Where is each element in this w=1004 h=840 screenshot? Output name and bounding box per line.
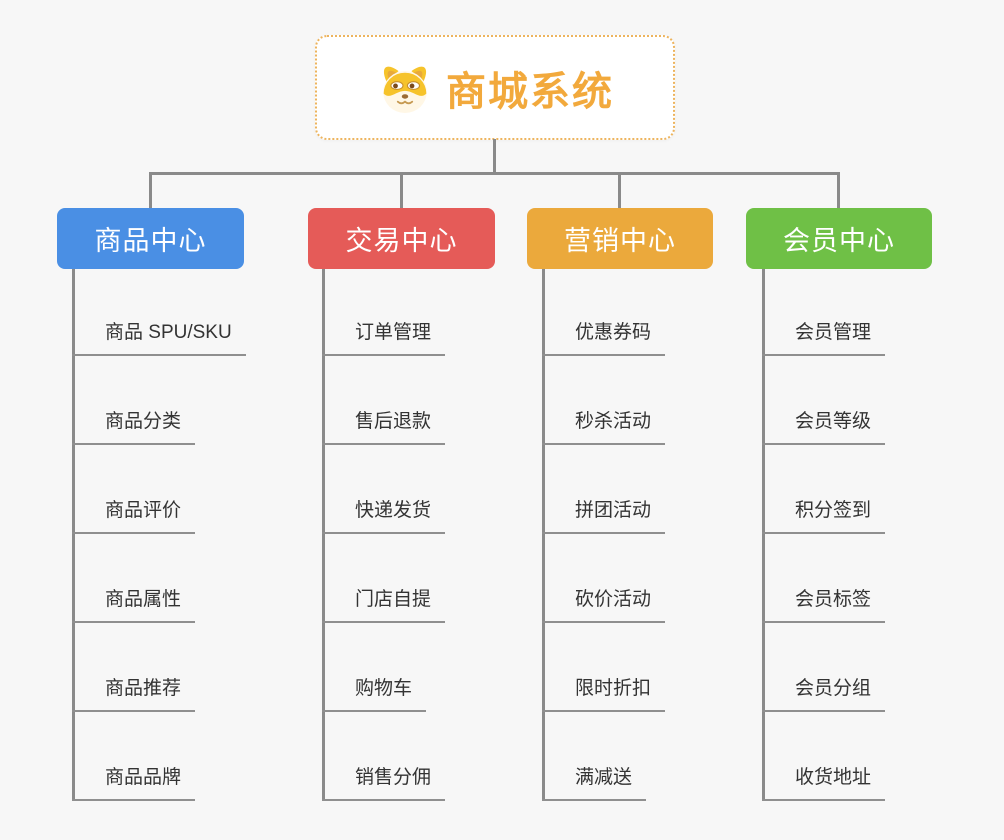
child-node[interactable]: 销售分佣 [322, 765, 446, 801]
branch-children-trade-center: 订单管理 售后退款 快递发货 门店自提 购物车 销售分佣 [322, 269, 567, 814]
child-node[interactable]: 优惠券码 [542, 320, 666, 356]
child-node[interactable]: 秒杀活动 [542, 409, 666, 445]
child-node[interactable]: 商品属性 [72, 587, 196, 623]
child-node[interactable]: 会员分组 [762, 676, 886, 712]
child-node[interactable]: 门店自提 [322, 587, 446, 623]
connector-drop-trade [400, 172, 403, 210]
child-node[interactable]: 满减送 [542, 765, 647, 801]
child-node[interactable]: 快递发货 [322, 498, 446, 534]
child-node[interactable]: 会员标签 [762, 587, 886, 623]
child-node[interactable]: 会员等级 [762, 409, 886, 445]
branch-node-trade-center[interactable]: 交易中心 [308, 208, 495, 269]
connector-drop-product [149, 172, 152, 210]
branch-trunk-line [72, 269, 75, 800]
child-node[interactable]: 砍价活动 [542, 587, 666, 623]
child-node[interactable]: 商品推荐 [72, 676, 196, 712]
child-node[interactable]: 限时折扣 [542, 676, 666, 712]
branch-children-marketing-center: 优惠券码 秒杀活动 拼团活动 砍价活动 限时折扣 满减送 [542, 269, 787, 814]
connector-rail [149, 172, 840, 175]
root-title: 商城系统 [446, 69, 614, 114]
child-node[interactable]: 收货地址 [762, 765, 886, 801]
child-node[interactable]: 订单管理 [322, 320, 446, 356]
branch-trunk-line [542, 269, 545, 800]
branch-children-member-center: 会员管理 会员等级 积分签到 会员标签 会员分组 收货地址 [762, 269, 1004, 814]
child-node[interactable]: 积分签到 [762, 498, 886, 534]
branch-children-product-center: 商品 SPU/SKU 商品分类 商品评价 商品属性 商品推荐 商品品牌 [72, 269, 317, 814]
connector-drop-marketing [618, 172, 621, 210]
child-node[interactable]: 购物车 [322, 676, 427, 712]
branch-trunk-line [762, 269, 765, 800]
child-node[interactable]: 商品评价 [72, 498, 196, 534]
root-node[interactable]: 商城系统 [315, 35, 675, 140]
shiba-dog-icon [376, 61, 434, 115]
branch-node-product-center[interactable]: 商品中心 [57, 208, 244, 269]
child-node[interactable]: 商品品牌 [72, 765, 196, 801]
connector-drop-member [837, 172, 840, 210]
child-node[interactable]: 拼团活动 [542, 498, 666, 534]
child-node[interactable]: 商品 SPU/SKU [72, 320, 246, 356]
connector-root-stem [493, 139, 496, 174]
branch-node-member-center[interactable]: 会员中心 [746, 208, 932, 269]
child-node[interactable]: 会员管理 [762, 320, 886, 356]
child-node[interactable]: 商品分类 [72, 409, 196, 445]
child-node[interactable]: 售后退款 [322, 409, 446, 445]
branch-trunk-line [322, 269, 325, 800]
branch-node-marketing-center[interactable]: 营销中心 [527, 208, 713, 269]
